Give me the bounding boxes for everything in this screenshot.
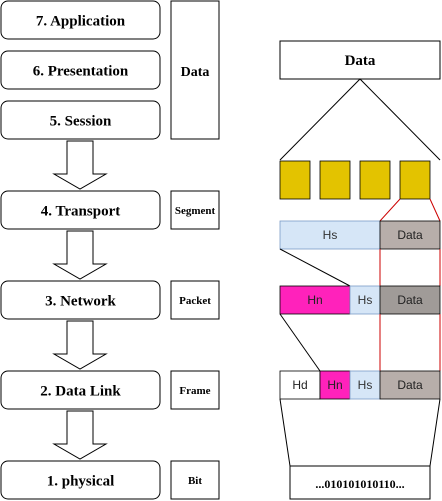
frame-header-hn [319, 370, 351, 400]
frame-header-hn-label: Hn [327, 378, 342, 392]
data-chunk-2 [319, 160, 351, 200]
frame-row: Hd Hn Hs Data [279, 370, 441, 400]
pdu-packet-label: Packet [179, 295, 211, 307]
pdu-data: Data [170, 0, 220, 140]
data-chunk-1 [279, 160, 311, 200]
frame-header-hd-label: Hd [292, 378, 307, 392]
packet-header-hs [349, 285, 381, 315]
packet-payload [379, 285, 441, 315]
frame-header-hs-label: Hs [358, 378, 373, 392]
layer-network: 3. Network [0, 280, 161, 320]
layer-network-label: 3. Network [45, 294, 116, 310]
layer-transport: 4. Transport [0, 190, 161, 230]
pdu-bit-label: Bit [188, 475, 202, 487]
packet-payload-label: Data [397, 293, 423, 307]
layer-physical-label: 1. physical [47, 474, 115, 490]
pdu-frame-label: Frame [179, 385, 210, 397]
pdu-segment-label: Segment [175, 205, 216, 217]
layer-transport-label: 4. Transport [41, 204, 120, 220]
packet-header-hn-label: Hn [307, 293, 322, 307]
down-arrow-network-datalink [52, 320, 108, 370]
layer-session-label: 5. Session [50, 114, 112, 130]
frame-to-bits-lines [279, 398, 441, 467]
pdu-frame: Frame [170, 370, 220, 410]
down-arrow-datalink-physical [52, 410, 108, 460]
highlight-chunk-to-segment [379, 198, 401, 222]
pdu-data-label: Data [181, 65, 210, 80]
layer-data-link-label: 2. Data Link [40, 384, 121, 400]
segment-header-hs-label: Hs [323, 228, 338, 242]
layer-presentation-label: 6. Presentation [33, 64, 129, 80]
data-chunk-3 [359, 160, 391, 200]
layer-presentation: 6. Presentation [0, 50, 161, 90]
packet-to-frame-lines [279, 313, 321, 372]
pdu-packet: Packet [170, 280, 220, 320]
bits-box: ...010101010110... [289, 465, 431, 500]
data-chunk-4 [399, 160, 431, 200]
frame-header-hs [349, 370, 381, 400]
frame-payload-label: Data [397, 378, 423, 392]
layer-application-label: 7. Application [36, 14, 126, 30]
pdu-bit: Bit [170, 460, 220, 500]
segment-to-packet-lines [279, 248, 351, 287]
layer-session: 5. Session [0, 100, 161, 140]
segment-row: Hs Data [279, 220, 441, 250]
frame-payload [379, 370, 441, 400]
enc-data-box: Data [279, 40, 441, 80]
frame-header-hd [279, 370, 321, 400]
segment-payload-label: Data [397, 228, 423, 242]
layer-physical: 1. physical [0, 460, 161, 500]
layer-data-link: 2. Data Link [0, 370, 161, 410]
segment-payload [379, 220, 441, 250]
packet-header-hn [279, 285, 351, 315]
down-arrow-transport-network [52, 230, 108, 280]
pdu-segment: Segment [170, 190, 220, 230]
highlight-chunk-to-segment-right [429, 198, 441, 222]
packet-row: Hn Hs Data [279, 285, 441, 315]
layer-application: 7. Application [0, 0, 161, 40]
enc-data-label: Data [345, 53, 376, 69]
bits-label: ...010101010110... [315, 477, 404, 491]
fan-out-lines [279, 78, 441, 161]
packet-header-hs-label: Hs [358, 293, 373, 307]
down-arrow-session-transport [52, 140, 108, 190]
